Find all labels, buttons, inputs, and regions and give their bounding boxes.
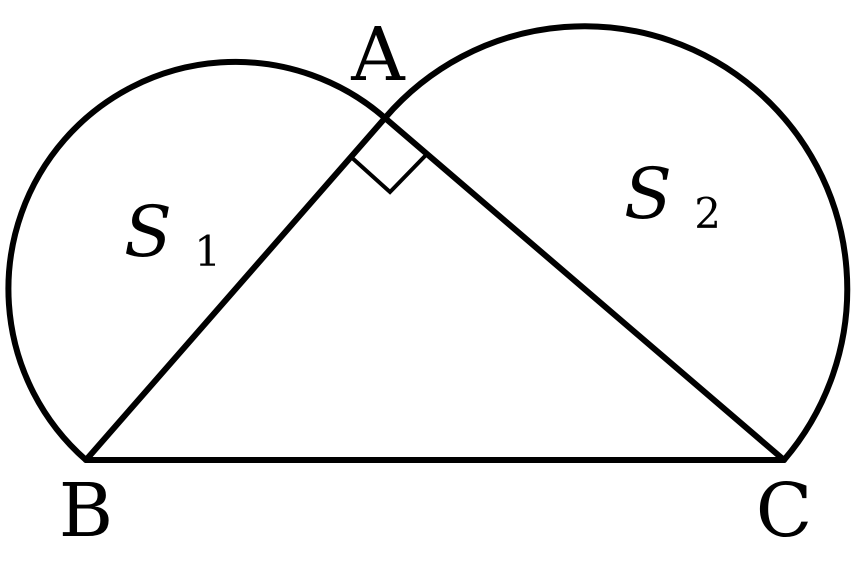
semicircle-arc-ab (5, 58, 388, 463)
semicircle-arc-ac (382, 23, 851, 463)
region-label-s1-main: S (124, 191, 172, 273)
side-ac (382, 115, 787, 463)
side-ab (83, 115, 388, 463)
region-label-s2: S 2 (624, 153, 721, 238)
region-label-s2-subscript: 2 (694, 189, 721, 238)
region-label-s2-main: S (624, 153, 672, 235)
vertex-label-c: C (756, 468, 813, 554)
vertex-label-b: B (59, 468, 113, 554)
vertex-label-a: A (350, 12, 406, 98)
region-label-s1-subscript: 1 (194, 227, 221, 276)
right-angle-marker (348, 153, 428, 195)
region-label-s1: S 1 (124, 191, 221, 276)
